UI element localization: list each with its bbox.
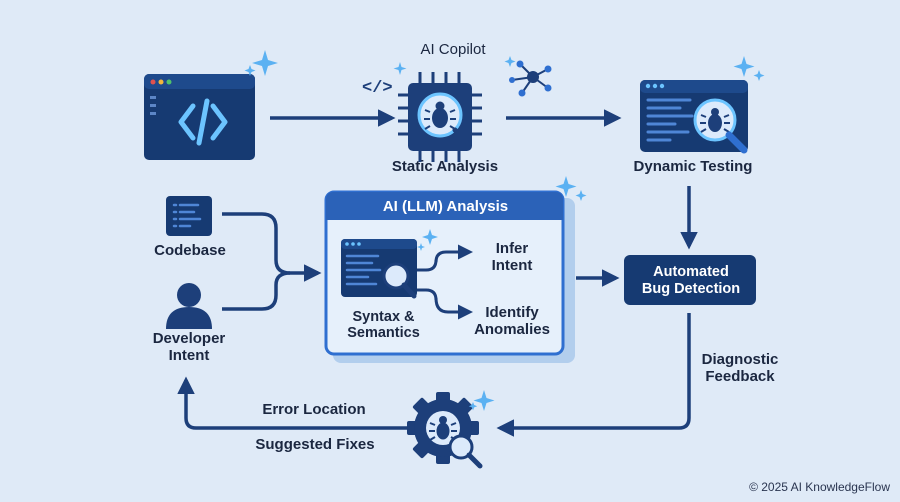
gear-bug-icon bbox=[407, 392, 483, 469]
error-location-label: Error Location bbox=[262, 401, 366, 418]
network-icon bbox=[504, 56, 552, 97]
infer-intent-label: Infer Intent bbox=[491, 240, 533, 274]
footer-credit: © 2025 AI KnowledgeFlow bbox=[749, 480, 890, 494]
arrow-feedback-to-developer bbox=[177, 376, 410, 430]
llm-analysis-panel bbox=[324, 190, 575, 363]
syntax-semantics-label: Syntax & Semantics bbox=[347, 309, 420, 342]
ai-copilot-label: AI Copilot bbox=[420, 41, 486, 58]
sparkle-icon bbox=[555, 176, 587, 201]
sparkle-icon bbox=[733, 56, 765, 81]
sparkle-icon bbox=[244, 50, 278, 76]
syntax-window-icon bbox=[341, 239, 417, 299]
bug-detection-label: Automated Bug Detection bbox=[641, 263, 741, 297]
code-window-icon bbox=[144, 74, 255, 160]
arrow-developer-to-llm bbox=[222, 271, 291, 311]
dynamic-testing-window-icon bbox=[640, 80, 748, 154]
dynamic-testing-label: Dynamic Testing bbox=[633, 158, 753, 175]
developer-intent-label: Developer Intent bbox=[152, 330, 226, 364]
sparkle-icon bbox=[468, 390, 495, 411]
sparkle-icon bbox=[417, 229, 438, 251]
codebase-label: Codebase bbox=[154, 242, 226, 259]
suggested-fixes-label: Suggested Fixes bbox=[255, 436, 375, 453]
bug-detection-box bbox=[624, 255, 756, 305]
codebase-icon bbox=[166, 196, 212, 236]
code-tag-icon: </> bbox=[362, 79, 393, 98]
static-analysis-label: Static Analysis bbox=[391, 158, 499, 175]
identify-anomalies-label: Identify Anomalies bbox=[474, 304, 550, 338]
arrow-to-infer-intent bbox=[417, 244, 473, 272]
arrow-detection-to-feedback bbox=[496, 313, 691, 437]
llm-panel-title: AI (LLM) Analysis bbox=[382, 198, 509, 215]
diagnostic-feedback-label: Diagnostic Feedback bbox=[701, 351, 779, 385]
developer-icon bbox=[166, 283, 212, 329]
chip-bug-icon bbox=[398, 72, 482, 162]
arrow-to-identify-anomalies bbox=[417, 288, 473, 320]
sparkle-icon bbox=[393, 62, 407, 75]
